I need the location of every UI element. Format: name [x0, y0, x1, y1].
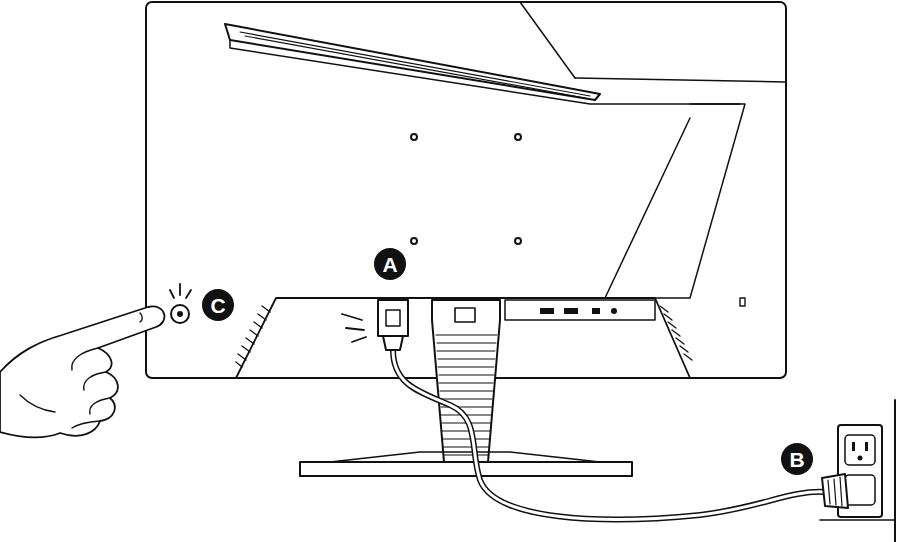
- stand-neck: [432, 300, 500, 462]
- click-marks: [342, 314, 366, 342]
- power-connector: [378, 300, 408, 336]
- callout-letter: C: [202, 289, 234, 321]
- press-rays: [170, 284, 191, 298]
- port-strip: [505, 300, 655, 320]
- power-cable: [393, 350, 825, 519]
- power-plug: [822, 474, 848, 508]
- pointing-hand: [0, 306, 164, 437]
- power-button: [171, 305, 189, 323]
- stand-base: [300, 462, 632, 476]
- callout-letter: A: [374, 248, 406, 280]
- stand-ribs: [436, 335, 497, 455]
- monitor-back: [146, 2, 786, 378]
- lock-slot: [740, 298, 745, 306]
- callout-letter: B: [781, 443, 813, 475]
